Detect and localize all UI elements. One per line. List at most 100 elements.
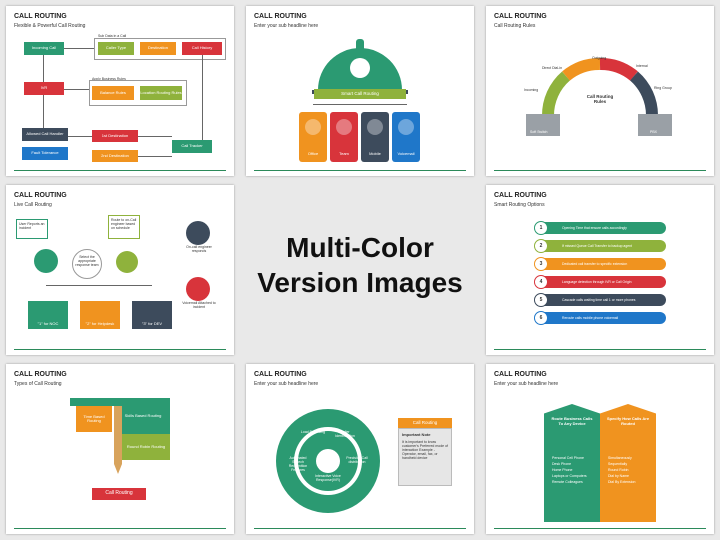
connector	[46, 285, 152, 286]
card-office: Office	[299, 112, 327, 162]
slide-subtitle: Enter your sub headline here	[494, 381, 559, 387]
option-num-6: 6	[534, 311, 548, 325]
box-tracker: Call Tracker	[172, 140, 212, 153]
voicemail-icon	[186, 277, 210, 301]
option-pill-4: Language detection through IVR or Call O…	[536, 276, 666, 288]
slide-subtitle: Flexible & Powerful Call Routing	[14, 23, 86, 29]
note-card	[398, 428, 452, 486]
card-icon	[305, 119, 321, 135]
slide-title: CALL ROUTING	[254, 13, 307, 20]
slide-ribbons[interactable]: CALL ROUTING Enter your sub headline her…	[486, 364, 714, 534]
slide-title: CALL ROUTING	[494, 192, 547, 199]
option-num-1: 1	[534, 221, 548, 235]
center-line-1: Multi-Color	[286, 232, 434, 263]
box-allowed: Allowed Call Handler	[22, 128, 68, 141]
box-caller-type: Caller Type	[98, 42, 134, 55]
segment-ivr: Interactive Voice Response(IVR)	[315, 474, 341, 482]
user-icon	[34, 249, 58, 273]
voicemail-attached: Voicemail Attached to incident	[182, 301, 216, 309]
box-first: 1st Destination	[92, 130, 138, 142]
note-incident: User Reports an incident	[16, 219, 48, 239]
slide-rules[interactable]: CALL ROUTING Call Routing Rules Call Rou…	[486, 6, 714, 176]
box-history: Call History	[182, 42, 222, 55]
note-title: Important Note	[402, 432, 431, 437]
slide-flow[interactable]: CALL ROUTING Flexible & Powerful Call Ro…	[6, 6, 234, 176]
connector	[202, 55, 203, 140]
center-title: Multi-Color Version Images	[232, 230, 488, 300]
slide-subtitle: Smart Routing Options	[494, 202, 545, 208]
slide-dome[interactable]: CALL ROUTING Enter your sub headline her…	[246, 6, 474, 176]
left-item: Remote Colleagues	[552, 480, 583, 484]
option-num-3: 3	[534, 257, 548, 271]
option-num-4: 4	[534, 275, 548, 289]
calendar-icon	[116, 251, 138, 273]
banner-smart-routing: Smart Call Routing	[314, 89, 406, 99]
apply-label: Apply Business Rules	[92, 77, 126, 81]
option-pill-1: Opening Time that ensure calls according…	[536, 222, 666, 234]
label-call-routing: Call Routing	[92, 488, 146, 500]
card-team: Team	[330, 112, 358, 162]
left-item: Desk Phone	[552, 462, 572, 466]
connector	[43, 55, 44, 82]
connector	[313, 104, 407, 105]
label-ring-group: Ring Group	[654, 86, 672, 90]
note-route: Route to on-Call engineer based on sched…	[108, 215, 140, 239]
option-num-5: 5	[534, 293, 548, 307]
slide-subtitle: Call Routing Rules	[494, 23, 536, 29]
segment-load: Load Balancing	[300, 430, 326, 434]
slide-types[interactable]: CALL ROUTING Types of Call Routing Time …	[6, 364, 234, 534]
footer-line	[494, 349, 706, 350]
segment-speech: Automated Speech Recognition Features	[288, 456, 308, 472]
footer-line	[254, 528, 466, 529]
right-item: Dial by Name	[608, 474, 630, 478]
subcat-label: Sub Data in a Call	[98, 34, 127, 38]
stem-tip	[114, 464, 122, 474]
label-incoming: Incoming	[524, 88, 539, 92]
slide-title: CALL ROUTING	[254, 371, 307, 378]
right-item: Simultaneously	[608, 456, 632, 460]
stem-bar	[114, 406, 122, 464]
block-skills-based: Skills Based Routing	[116, 398, 170, 434]
box-destination: Destination	[140, 42, 176, 55]
slide-wheel[interactable]: CALL ROUTING Enter your sub headline her…	[246, 364, 474, 534]
ribbon-left-title: Route Business Calls To Any Device	[551, 416, 593, 426]
pbx-label: PBX	[650, 130, 658, 134]
oncall-response: On-call engineer responds	[186, 245, 212, 253]
ribbon-left	[544, 404, 600, 522]
slide-options[interactable]: CALL ROUTING Smart Routing Options Openi…	[486, 185, 714, 355]
option-pill-5: Cascade calls waiting time call 1 or mor…	[536, 294, 666, 306]
process-wheel	[276, 409, 380, 513]
right-item: Sequentially	[608, 462, 628, 466]
footer-line	[14, 170, 226, 171]
engineer-icon	[186, 221, 210, 245]
ribbon-right-title: Specify How Calls Are Routed	[606, 416, 650, 426]
subcat-frame	[94, 38, 226, 60]
box-second: 2nd Destination	[92, 150, 138, 162]
left-item: Laptops or Computers	[552, 474, 587, 478]
card-icon	[398, 119, 414, 135]
footer-line	[14, 528, 226, 529]
note-body: It is important to know customer's Prefe…	[402, 440, 448, 460]
slide-live[interactable]: CALL ROUTING Live Call Routing User Repo…	[6, 185, 234, 355]
label-direct: Direct Dial-in	[542, 66, 563, 70]
footer-line	[254, 170, 466, 171]
rules-arc	[526, 58, 672, 136]
connector	[68, 136, 92, 137]
slide-title: CALL ROUTING	[494, 371, 547, 378]
segment-precision: Precision Call distribution	[346, 456, 368, 464]
label-outgoing: Outgoing	[592, 56, 607, 60]
card-icon	[367, 119, 383, 135]
slide-subtitle: Enter your sub headline here	[254, 381, 319, 387]
connector	[138, 156, 172, 157]
block-time-based: Time Based Routing	[76, 406, 112, 432]
box-incoming: Incoming Call	[24, 42, 64, 55]
select-team: Select the appropriate response team	[72, 249, 102, 279]
label-internal: Internal	[636, 64, 648, 68]
ribbon-right	[600, 404, 656, 522]
dome-handle	[356, 39, 364, 49]
slide-subtitle: Live Call Routing	[14, 202, 52, 208]
option-helpdesk: "2" for Helpdesk	[80, 301, 120, 329]
left-item: Personal Cell Phone	[552, 456, 584, 460]
option-noc: "1" for NOC	[28, 301, 68, 329]
option-dev: "3" for DEV	[132, 301, 172, 329]
